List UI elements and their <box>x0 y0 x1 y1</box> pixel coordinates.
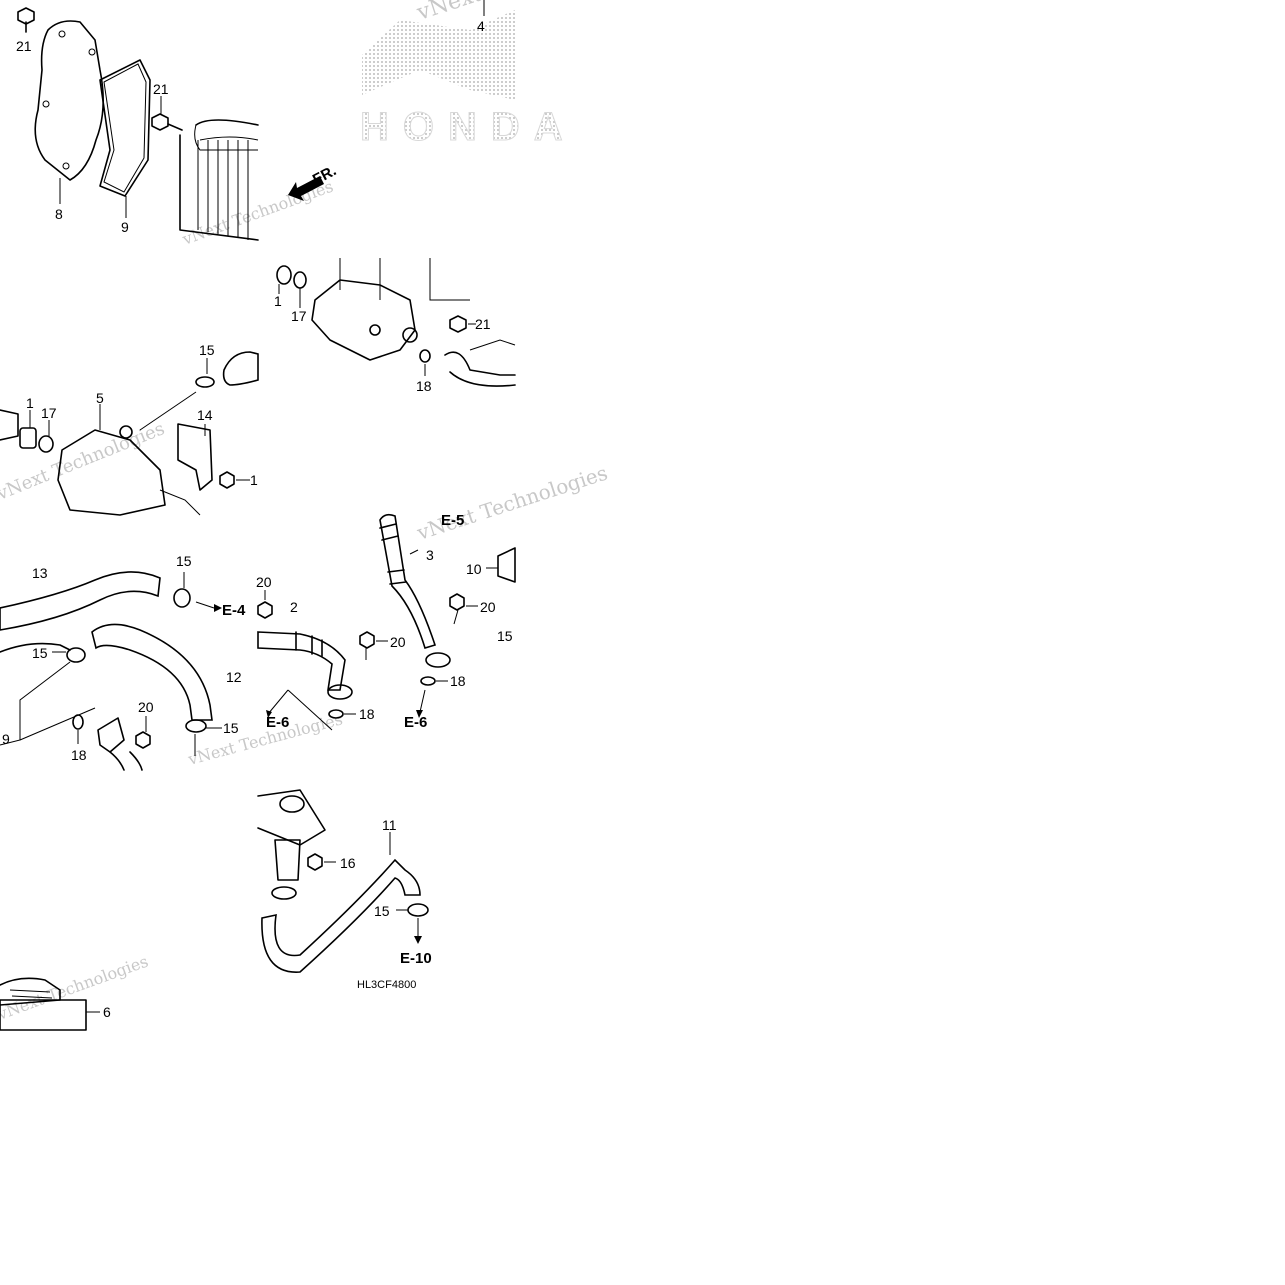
svg-text:17: 17 <box>41 405 57 421</box>
svg-text:21: 21 <box>16 38 32 54</box>
svg-text:20: 20 <box>480 599 496 615</box>
svg-text:10: 10 <box>466 561 482 577</box>
svg-text:13: 13 <box>32 565 48 581</box>
svg-text:20: 20 <box>256 574 272 590</box>
svg-text:15: 15 <box>497 628 513 644</box>
tile-pipes <box>257 513 516 731</box>
pipe-2 <box>257 631 346 691</box>
cover-plate <box>34 20 104 181</box>
svg-text:4: 4 <box>477 18 485 34</box>
svg-text:18: 18 <box>71 747 87 763</box>
svg-text:E-6: E-6 <box>404 714 427 731</box>
reference-labels: E-5 E-4 E-6 E-6 E-10 <box>222 512 464 967</box>
svg-text:15: 15 <box>32 645 48 661</box>
svg-text:14: 14 <box>197 407 213 423</box>
svg-text:9: 9 <box>121 219 129 235</box>
svg-text:18: 18 <box>450 673 466 689</box>
bolt-21-cooler <box>151 96 183 131</box>
svg-text:15: 15 <box>223 720 239 736</box>
svg-text:21: 21 <box>153 81 169 97</box>
svg-text:E-4: E-4 <box>222 602 246 619</box>
svg-text:15: 15 <box>176 553 192 569</box>
svg-text:1: 1 <box>250 472 258 488</box>
pump-housing <box>311 279 416 361</box>
svg-text:1: 1 <box>26 395 34 411</box>
tile-cap <box>0 977 100 1031</box>
pipe-3 <box>379 513 437 649</box>
tile-hose-11 <box>257 789 429 973</box>
svg-text:18: 18 <box>359 706 375 722</box>
svg-text:12: 12 <box>226 669 242 685</box>
svg-text:18: 18 <box>416 378 432 394</box>
svg-text:15: 15 <box>199 342 215 358</box>
hose-11 <box>261 858 421 973</box>
svg-text:20: 20 <box>390 634 406 650</box>
svg-text:11: 11 <box>382 817 397 833</box>
tile-cooler-cover: FR. <box>17 0 485 241</box>
svg-text:5: 5 <box>96 390 104 406</box>
svg-text:16: 16 <box>340 855 356 871</box>
diagram-code: HL3CF4800 <box>357 979 416 991</box>
tile-hoses <box>0 571 273 771</box>
svg-text:E-6: E-6 <box>266 714 289 731</box>
svg-text:vNext Technologies: vNext Technologies <box>413 0 630 26</box>
svg-text:15: 15 <box>374 903 390 919</box>
svg-text:8: 8 <box>55 206 63 222</box>
honda-logo-watermark: HONDA <box>360 10 577 150</box>
oil-cooler <box>179 119 259 241</box>
bracket-14 <box>177 423 213 491</box>
hose-13 <box>0 571 161 631</box>
svg-text:3: 3 <box>426 547 434 563</box>
svg-text:17: 17 <box>291 308 307 324</box>
tile-pump-housing <box>276 258 516 387</box>
gasket <box>99 59 151 197</box>
callout-labels: 21 8 9 21 4 1 17 21 18 15 1 17 5 14 1 13… <box>2 18 513 1020</box>
svg-text:E-5: E-5 <box>441 512 464 529</box>
thermostat-housing <box>57 429 166 516</box>
hose-12 <box>91 623 213 721</box>
svg-text:vNext Technologies: vNext Technologies <box>0 418 168 505</box>
svg-text:21: 21 <box>475 316 491 332</box>
svg-text:6: 6 <box>103 1004 111 1020</box>
bolt-21-top <box>17 7 35 33</box>
svg-text:E-10: E-10 <box>400 950 432 967</box>
svg-text:1: 1 <box>274 293 282 309</box>
svg-text:2: 2 <box>290 599 298 615</box>
svg-text:20: 20 <box>138 699 154 715</box>
logo-text: HONDA <box>360 105 577 149</box>
svg-text:vNext Technologies: vNext Technologies <box>413 461 610 546</box>
svg-text:vNext Technologies: vNext Technologies <box>0 952 151 1025</box>
svg-text:9: 9 <box>2 731 10 747</box>
tile-thermostat <box>0 351 259 516</box>
